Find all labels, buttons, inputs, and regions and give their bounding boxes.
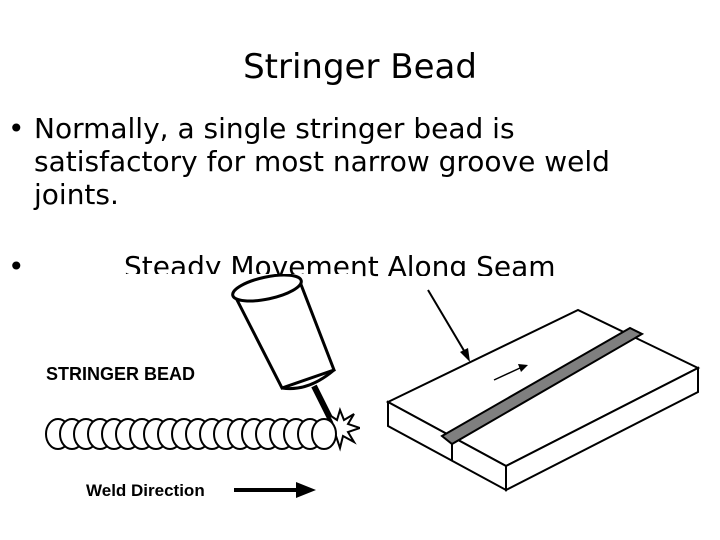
movement-arrow-icon [493, 364, 528, 381]
bullet-marker: • [8, 112, 25, 145]
plates-drawing [385, 289, 701, 492]
pointer-arrow-icon [427, 289, 470, 362]
bullet-text: Normally, a single stringer bead is sati… [34, 112, 610, 211]
stringer-bead-illustration: STRINGER BEAD Weld Direction [34, 273, 364, 508]
bullet-item-1: • Normally, a single stringer bead is sa… [8, 112, 648, 211]
welded-plates-illustration [380, 276, 710, 492]
slide-title: Stringer Bead [243, 47, 477, 87]
weld-direction-label: Weld Direction [86, 481, 205, 500]
stringer-bead-label: STRINGER BEAD [46, 364, 195, 384]
arrow-right-icon [234, 482, 316, 498]
stringer-bead [45, 418, 337, 450]
base-plates [385, 308, 701, 492]
arc-spark-icon [318, 406, 364, 452]
weld-seam-bead [440, 326, 645, 446]
stringer-bead-drawing: STRINGER BEAD Weld Direction [45, 273, 364, 500]
bullet-marker: • [8, 250, 25, 283]
electrode-holder-icon [231, 273, 336, 391]
